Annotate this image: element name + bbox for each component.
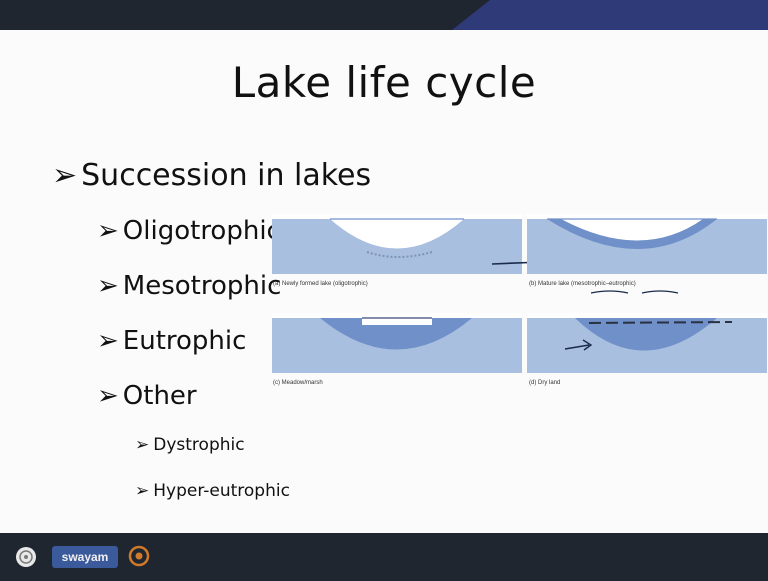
- caption-b: (b) Mature lake (mesotrophic–eutrophic): [529, 281, 636, 287]
- arrow-bullet-icon: ➢: [97, 216, 119, 246]
- bullet-dystrophic: ➢Dystrophic: [135, 435, 245, 455]
- slide-body: [0, 30, 768, 533]
- bullet-text: Eutrophic: [122, 326, 247, 356]
- arrow-bullet-icon: ➢: [97, 326, 119, 356]
- bullet-mesotrophic: ➢Mesotrophic: [97, 271, 281, 301]
- bullet-hyper-eutrophic: ➢Hyper-eutrophic: [135, 481, 290, 501]
- arrow-bullet-icon: ➢: [97, 381, 119, 411]
- swayam-logo: swayam: [52, 546, 118, 568]
- arrow-bullet-icon: ➢: [135, 481, 150, 501]
- arrow-bullet-icon: ➢: [135, 435, 150, 455]
- bullet-text: Mesotrophic: [122, 271, 282, 301]
- institute-logo-icon: [128, 545, 150, 567]
- arrow-bullet-icon: ➢: [97, 271, 119, 301]
- bullet-other: ➢Other: [97, 381, 197, 411]
- slide-title: Lake life cycle: [231, 58, 537, 107]
- handwritten-underline: [590, 290, 679, 294]
- arrow-bullet-icon: ➢: [52, 158, 78, 193]
- panel-newly-formed-lake: [272, 214, 522, 274]
- bullet-text: Other: [122, 381, 197, 411]
- bullet-text: Hyper-eutrophic: [153, 481, 290, 501]
- caption-a: (a) Newly formed lake (oligotrophic): [273, 281, 368, 287]
- caption-c: (c) Meadow/marsh: [273, 380, 323, 386]
- bullet-text: Dystrophic: [153, 435, 245, 455]
- bullet-succession: ➢Succession in lakes: [52, 158, 371, 193]
- bullet-text: Succession in lakes: [81, 158, 372, 193]
- panel-mature-lake: [527, 214, 767, 274]
- footer-bar: [0, 533, 768, 581]
- bullet-oligotrophic: ➢Oligotrophic: [97, 216, 281, 246]
- bullet-text: Oligotrophic: [122, 216, 281, 246]
- bullet-eutrophic: ➢Eutrophic: [97, 326, 246, 356]
- panel-dry-land: [527, 313, 767, 373]
- emblem-logo-icon: [16, 547, 36, 567]
- panel-meadow-marsh: [272, 313, 522, 373]
- header-bar: [0, 0, 768, 30]
- caption-d: (d) Dry land: [529, 380, 561, 386]
